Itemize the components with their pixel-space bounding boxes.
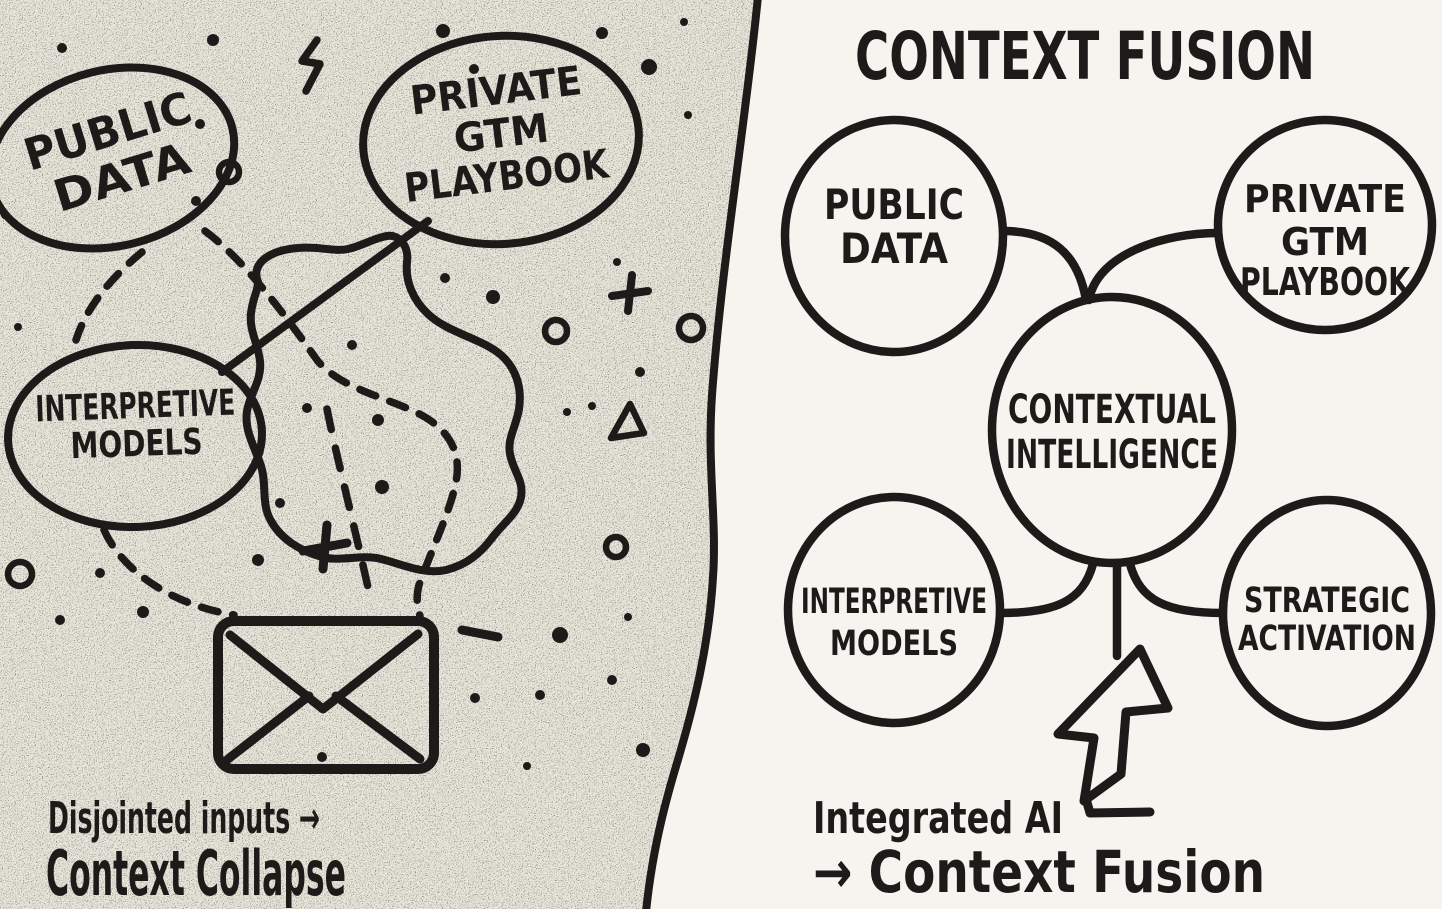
right-panel-title: CONTEXT FUSION [855, 18, 1315, 95]
plus-marks [298, 271, 652, 574]
triangle-mark [607, 400, 648, 442]
minus-mark [457, 625, 503, 642]
node-private-gtm-playbook: PRIVATE GTM PLAYBOOK [1213, 115, 1437, 335]
node-label: INTELLIGENCE [1006, 432, 1218, 478]
node-strategic-activation: STRATEGIC ACTIVATION [1218, 495, 1436, 731]
node-contextual-intelligence: CONTEXTUAL INTELLIGENCE [987, 292, 1237, 568]
dashed-tangle-lines [72, 227, 462, 620]
node-label: DATA [840, 224, 948, 273]
right-panel: CONTEXT FUSION PUBLIC DATA PRIVATE GTM P… [780, 18, 1437, 906]
lightning-bolt-icon [298, 36, 324, 95]
scatter-rings [4, 158, 707, 590]
node-label: STRATEGIC [1244, 581, 1410, 621]
left-caption-line1: Disjointed inputs → [48, 793, 320, 844]
node-label: CONTEXTUAL [1008, 387, 1216, 433]
bubble-label: GTM [451, 105, 551, 162]
bubble-connector-line [218, 217, 432, 376]
panel-divider-curve [642, 0, 762, 909]
bubble-label: MODELS [70, 422, 203, 468]
scatter-dots [1, 18, 692, 770]
node-label: PLAYBOOK [1240, 260, 1411, 304]
node-public-data: PUBLIC DATA [780, 115, 1008, 357]
node-interpretive-models: INTERPRETIVE MODELS [783, 492, 1005, 728]
bubble-label: INTERPRETIVE [35, 383, 236, 431]
envelope-icon [213, 616, 439, 774]
node-label: ACTIVATION [1238, 619, 1416, 659]
context-collapse-blob [242, 231, 526, 576]
node-label: PRIVATE [1244, 177, 1406, 221]
bubble-interpretive-models: INTERPRETIVE MODELS [4, 340, 266, 532]
node-label: PUBLIC [824, 180, 964, 229]
right-caption-line2: → Context Fusion [813, 838, 1265, 906]
right-caption-line1: Integrated AI [813, 793, 1063, 844]
lightning-bolt-icon [1053, 644, 1173, 818]
left-caption-line2: Context Collapse [46, 837, 346, 909]
node-label: MODELS [830, 624, 958, 664]
node-label: GTM [1281, 220, 1369, 264]
node-connectors [995, 226, 1228, 661]
node-label: INTERPRETIVE [801, 582, 987, 622]
